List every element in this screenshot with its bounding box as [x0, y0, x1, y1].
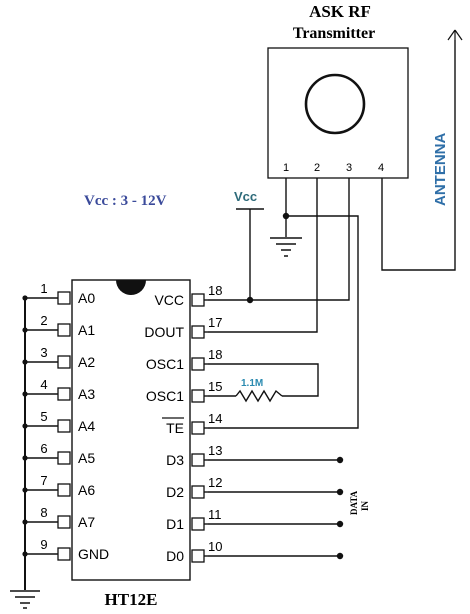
left-pin-label: GND — [78, 546, 109, 562]
left-pin-number: 4 — [40, 377, 47, 392]
antenna-tip-left — [447, 29, 456, 41]
chip-pins: 1A02A13A24A35A46A57A68A79GND18VCC17DOUT1… — [25, 281, 222, 564]
wires — [24, 40, 456, 590]
data-terminal-d2 — [336, 488, 344, 496]
right-pin-label: VCC — [154, 292, 184, 308]
left-pin-pad — [57, 323, 71, 337]
left-pin-number: 9 — [40, 537, 47, 552]
left-pin-number: 7 — [40, 473, 47, 488]
wire-te-to-ground — [208, 215, 359, 429]
tx-pin-3-label: 3 — [346, 162, 352, 174]
right-pin-number: 15 — [208, 379, 222, 394]
right-pin-label: D3 — [166, 452, 184, 468]
right-pin-pad — [191, 517, 205, 531]
right-pin-label: D0 — [166, 548, 184, 564]
right-pin-number: 17 — [208, 315, 222, 330]
wire-antenna — [381, 40, 456, 271]
left-pin-number: 8 — [40, 505, 47, 520]
right-pin-pad — [191, 389, 205, 403]
right-pin-label: TE — [166, 420, 184, 436]
left-pin-pad — [57, 547, 71, 561]
right-pin-number: 18 — [208, 347, 222, 362]
tx-pin-4-label: 4 — [378, 162, 384, 174]
right-pin-number: 13 — [208, 443, 222, 458]
right-pin-label: D1 — [166, 516, 184, 532]
right-pin-number: 14 — [208, 411, 222, 426]
left-pin-label: A6 — [78, 482, 95, 498]
resistor-label: 1.1M — [241, 378, 263, 389]
transmitter-title-line2: Transmitter — [293, 25, 375, 42]
antenna: ANTENNA — [432, 29, 463, 206]
left-pin-label: A0 — [78, 290, 95, 306]
tx-pin-2-label: 2 — [314, 162, 320, 174]
right-pin-number: 11 — [208, 507, 222, 522]
transmitter-title-line1: ASK RF — [309, 2, 371, 21]
right-pin-pad — [191, 421, 205, 435]
left-pin-label: A7 — [78, 514, 95, 530]
left-pin-pad — [57, 483, 71, 497]
right-pin-number: 10 — [208, 539, 222, 554]
left-pin-label: A1 — [78, 322, 95, 338]
transmitter-crystal-circle — [304, 73, 366, 135]
right-pin-pad — [191, 453, 205, 467]
antenna-tip-right — [454, 29, 463, 41]
right-pin-label: D2 — [166, 484, 184, 500]
left-pin-label: A4 — [78, 418, 95, 434]
antenna-label: ANTENNA — [432, 133, 449, 206]
ground-symbol-tx — [270, 237, 302, 257]
ground-symbol-chip — [10, 590, 40, 609]
data-terminal-d1 — [336, 520, 344, 528]
tx-pin-1-label: 1 — [283, 162, 289, 174]
right-pin-pad — [191, 357, 205, 371]
right-pin-pad — [191, 293, 205, 307]
right-pin-pad — [191, 485, 205, 499]
data-terminal-d0 — [336, 552, 344, 560]
right-pin-pad — [191, 549, 205, 563]
chip-name: HT12E — [105, 590, 158, 609]
data-terminal-d3 — [336, 456, 344, 464]
right-pin-number: 12 — [208, 475, 222, 490]
left-pin-pad — [57, 515, 71, 529]
chip-notch — [116, 280, 146, 295]
left-pin-label: A2 — [78, 354, 95, 370]
junction-ground — [282, 212, 290, 220]
wire-dout-to-tx-pin2 — [208, 178, 318, 333]
junction-vcc — [246, 296, 254, 304]
vcc-range-label: Vcc : 3 - 12V — [84, 193, 167, 209]
left-pin-number: 3 — [40, 345, 47, 360]
left-pin-pad — [57, 419, 71, 433]
right-pin-label: OSC1 — [146, 356, 184, 372]
rf-transmitter-module: ASK RF Transmitter 1 2 3 4 — [267, 2, 409, 179]
left-pin-number: 5 — [40, 409, 47, 424]
wire-osc-loop — [208, 363, 319, 397]
right-pin-label: OSC1 — [146, 388, 184, 404]
chip-body — [71, 279, 191, 581]
left-pin-pad — [57, 387, 71, 401]
wire-vcc-to-tx-pin3 — [208, 178, 350, 301]
transmitter-box — [267, 47, 409, 179]
ht12e-chip: HT12E 1A02A13A24A35A46A57A68A79GND18VCC1… — [25, 279, 222, 609]
left-pin-number: 2 — [40, 313, 47, 328]
right-pin-pad — [191, 325, 205, 339]
right-pin-label: DOUT — [144, 324, 184, 340]
data-in-label-line1: DATA — [349, 490, 359, 515]
vcc-label: Vcc — [234, 189, 257, 204]
right-pin-number: 18 — [208, 283, 222, 298]
data-in-label-line2: IN — [360, 500, 370, 511]
left-pin-pad — [57, 291, 71, 305]
left-pin-pad — [57, 355, 71, 369]
left-pin-label: A3 — [78, 386, 95, 402]
left-pin-label: A5 — [78, 450, 95, 466]
left-pin-pad — [57, 451, 71, 465]
left-pin-number: 1 — [40, 281, 47, 296]
resistor — [235, 389, 283, 403]
left-pin-number: 6 — [40, 441, 47, 456]
